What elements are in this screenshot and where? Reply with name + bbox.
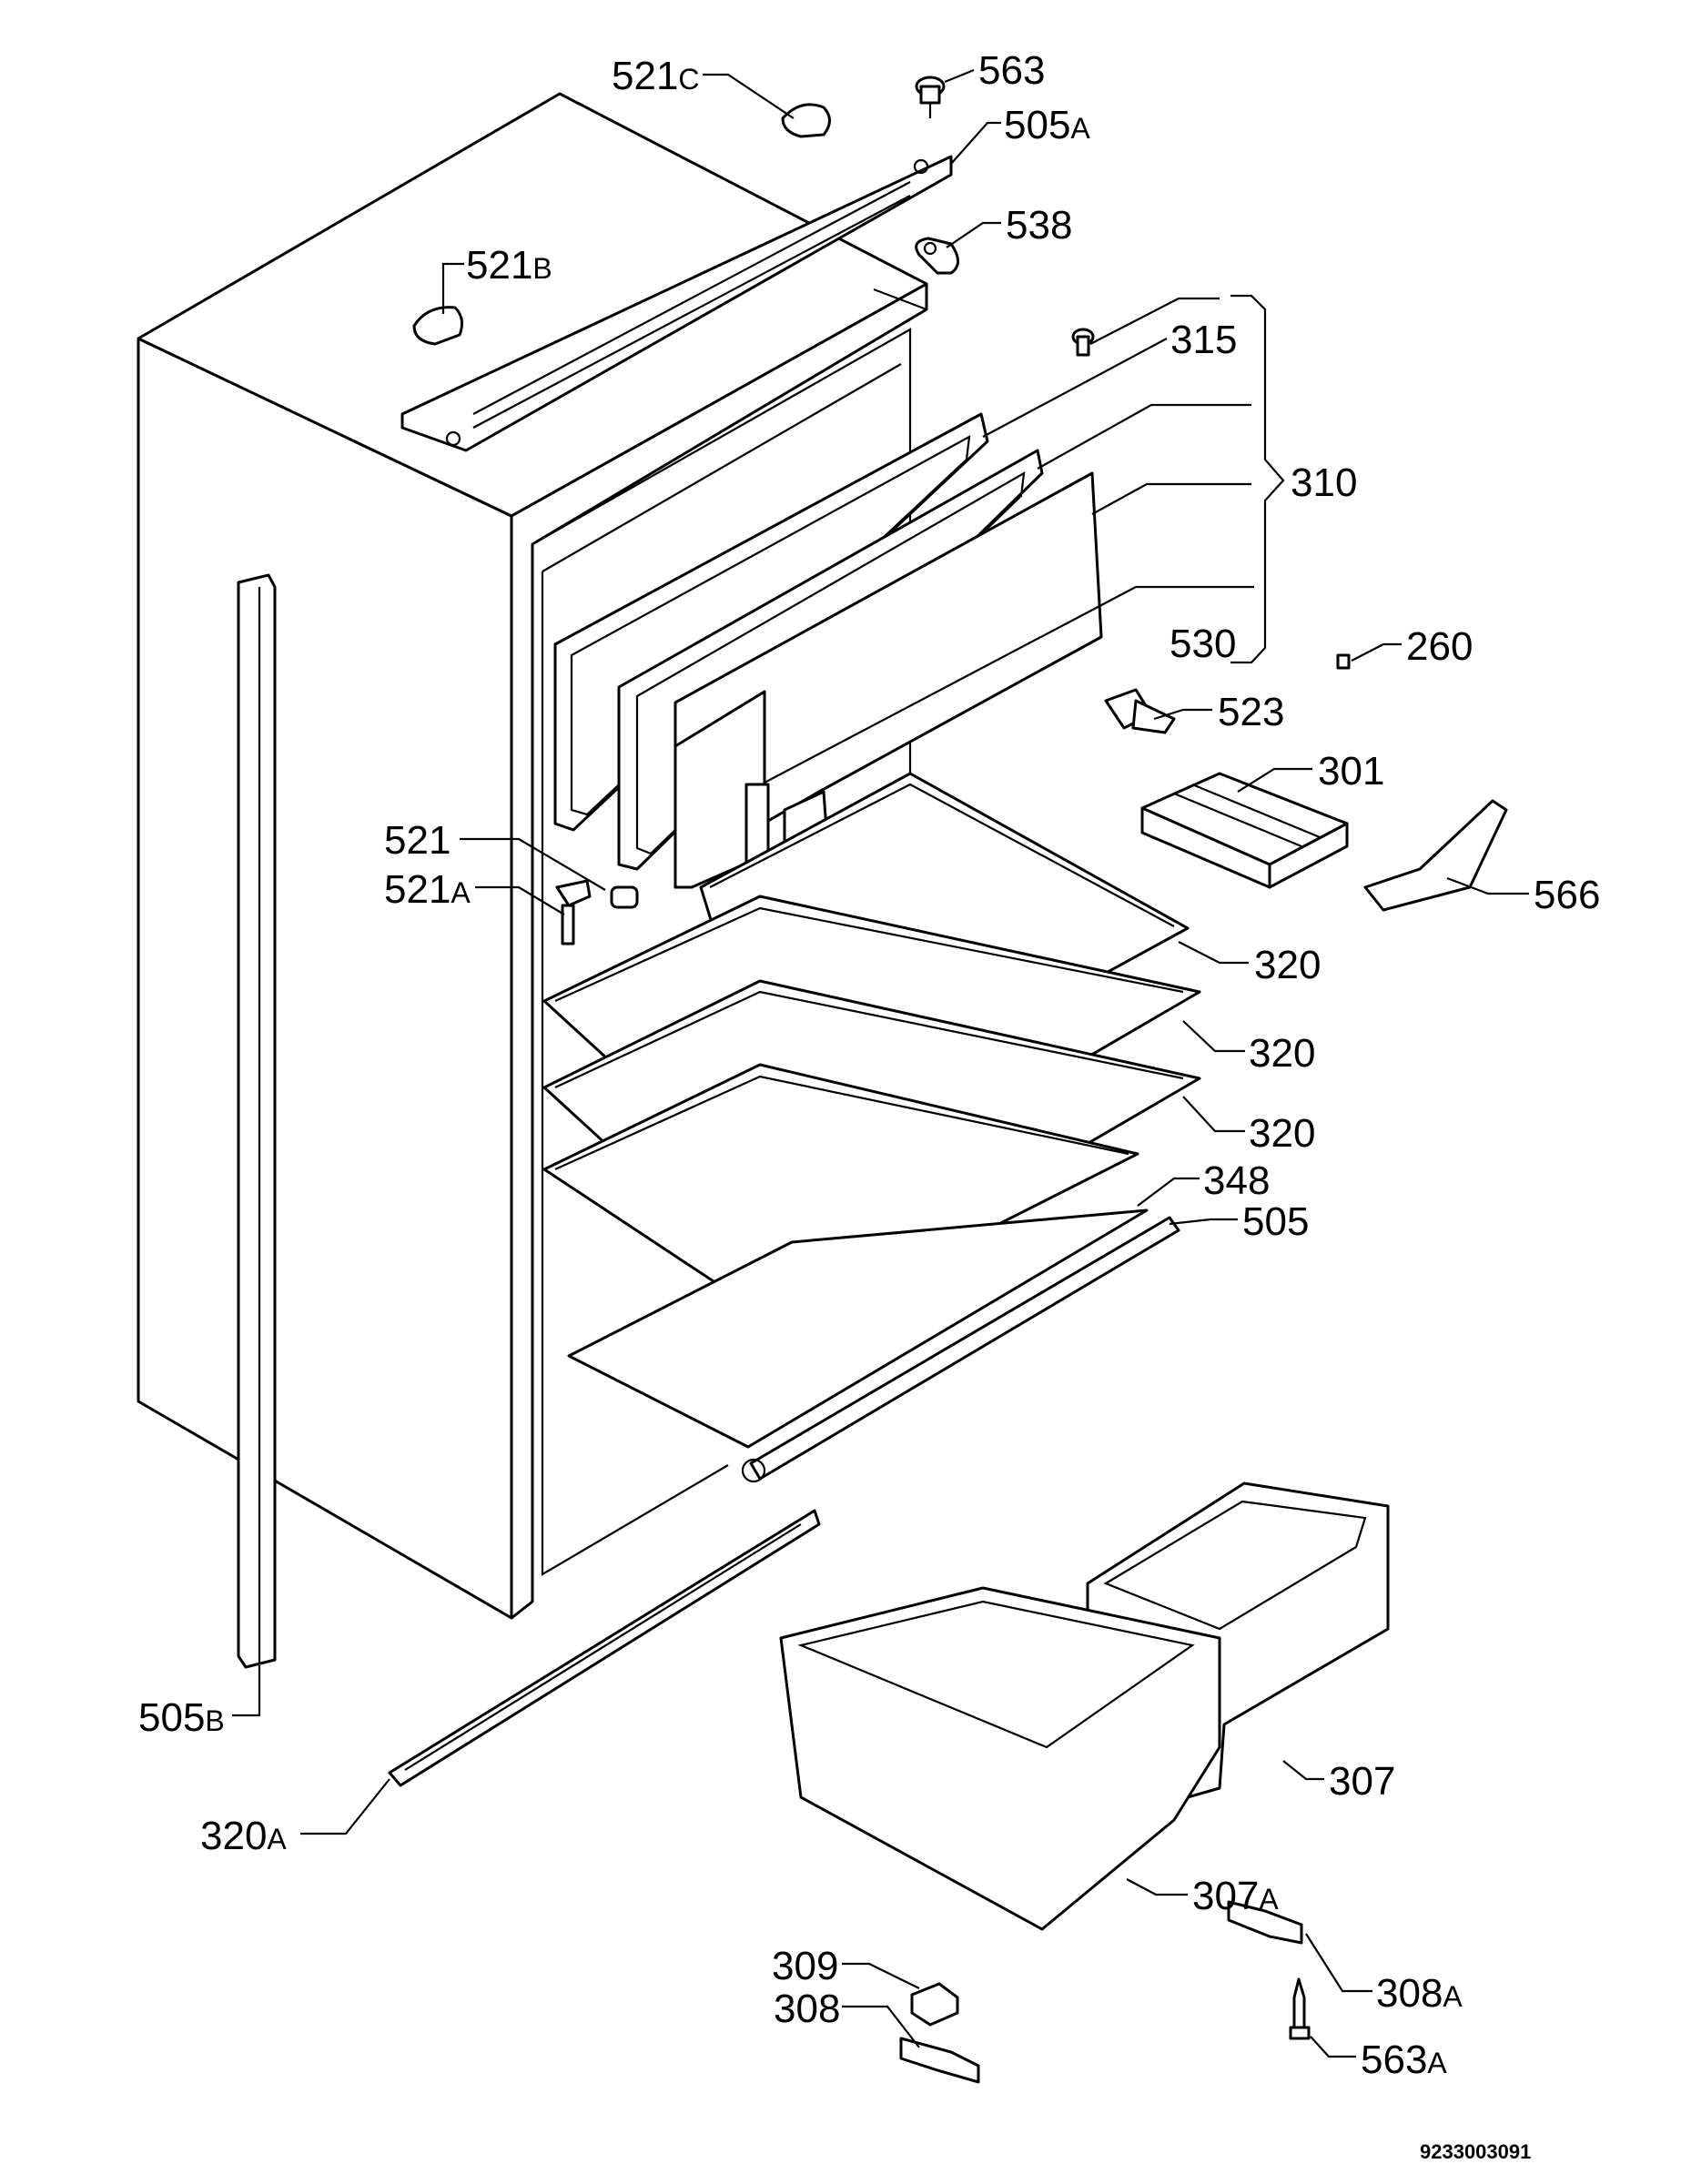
part-530-freezer-door — [673, 471, 1103, 889]
label-308a: 308A — [1376, 1971, 1463, 2016]
part-308a-bracket — [1227, 1900, 1303, 1945]
label-320-1: 320 — [1254, 943, 1321, 987]
part-260-clip — [1336, 653, 1351, 670]
part-521c-cap — [781, 103, 831, 138]
label-538: 538 — [1006, 203, 1072, 248]
part-301-ice-tray — [1140, 772, 1349, 889]
part-labels: 521C 563 505A 538 521B 315 310 260 530 5… — [138, 48, 1600, 2163]
part-505b-vertical-strip — [237, 573, 277, 1669]
cabinet-body — [137, 92, 928, 1620]
part-308-bracket — [899, 2037, 980, 2084]
label-309: 309 — [772, 1944, 838, 1988]
part-505-bottom-trim — [741, 1216, 1180, 1483]
drawing-code: 9233003091 — [1420, 2140, 1531, 2163]
label-320a: 320A — [200, 1814, 287, 1858]
label-308: 308 — [774, 1987, 840, 2031]
label-521: 521 — [384, 818, 451, 863]
label-523: 523 — [1218, 690, 1284, 734]
part-523-latch — [1104, 688, 1176, 734]
part-348-glass-plate — [567, 1208, 1149, 1449]
label-307: 307 — [1329, 1759, 1395, 1804]
label-307a: 307A — [1192, 1874, 1279, 1918]
part-505a-top-strip — [400, 155, 953, 452]
part-563-screw — [915, 76, 946, 118]
label-521a: 521A — [384, 867, 471, 912]
part-315-screw — [1071, 328, 1095, 357]
label-320-2: 320 — [1249, 1031, 1315, 1076]
part-563a-screw — [1289, 1977, 1311, 2040]
part-566-scraper — [1363, 799, 1508, 912]
label-310: 310 — [1291, 460, 1357, 505]
label-348: 348 — [1203, 1158, 1270, 1203]
part-521b-cap — [412, 306, 464, 346]
label-521c: 521C — [612, 54, 700, 98]
label-566: 566 — [1534, 873, 1600, 917]
label-563: 563 — [978, 48, 1045, 93]
label-315: 315 — [1170, 318, 1237, 362]
label-505b: 505B — [138, 1695, 225, 1740]
label-260: 260 — [1406, 624, 1473, 669]
part-309-block — [910, 1982, 959, 2027]
label-301: 301 — [1318, 749, 1384, 794]
part-307a-drawer — [779, 1586, 1221, 1931]
label-505a: 505A — [1004, 103, 1090, 147]
label-521b: 521B — [466, 243, 552, 288]
label-505: 505 — [1242, 1199, 1309, 1244]
part-521-cap — [610, 885, 639, 909]
part-320a-rail — [388, 1509, 821, 1787]
label-563a: 563A — [1361, 2037, 1447, 2082]
label-530: 530 — [1170, 622, 1236, 666]
part-521a-pin — [555, 879, 592, 945]
label-320-3: 320 — [1249, 1111, 1315, 1156]
leader-lines — [232, 68, 1529, 2058]
